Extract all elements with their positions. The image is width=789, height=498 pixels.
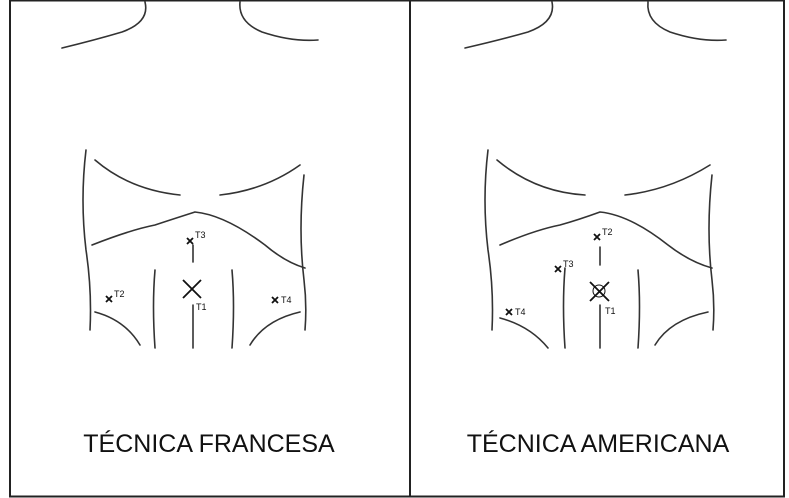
right-chest-left [497,160,585,195]
left-t2-marker [106,296,112,302]
left-chest-left [95,160,180,195]
right-t3-label: T3 [563,259,574,269]
left-t1-marker [183,280,201,298]
right-t3-marker [555,266,561,272]
right-t2-label: T2 [602,227,613,237]
right-costal-margin [500,212,712,268]
outer-border [10,1,784,497]
right-rectus-right [638,270,640,348]
right-port-markers [506,234,609,315]
right-neck-right [648,2,726,40]
left-port-markers [106,238,278,303]
left-neck-right [240,2,318,40]
right-t4-marker [506,309,512,315]
right-rectus-left [564,268,566,348]
right-inguinal-left [500,318,548,348]
right-neck-left [465,2,553,48]
left-body-left-side [83,150,91,330]
right-panel-title: TÉCNICA AMERICANA [412,424,784,464]
left-torso-drawing [62,2,318,348]
left-t4-label: T4 [281,295,292,305]
left-t1-label: T1 [196,302,207,312]
left-inguinal-right [250,312,300,345]
left-rectus-right [232,270,234,348]
left-neck-left [62,2,146,48]
left-t3-marker [187,238,193,244]
right-t1-label: T1 [605,306,616,316]
left-panel-title: TÉCNICA FRANCESA [10,424,408,464]
left-t3-label: T3 [195,230,206,240]
left-body-right-side [301,175,306,330]
left-chest-right [220,165,300,195]
right-inguinal-right [655,312,708,345]
left-rectus-left [154,270,156,348]
right-t4-label: T4 [515,307,526,317]
right-body-right-side [709,175,714,330]
left-t2-label: T2 [114,289,125,299]
right-body-left-side [485,150,493,330]
right-t2-marker [594,234,600,240]
left-t4-marker [272,297,278,303]
left-costal-margin [92,212,305,268]
right-chest-right [625,165,710,195]
left-inguinal-left [95,312,140,345]
